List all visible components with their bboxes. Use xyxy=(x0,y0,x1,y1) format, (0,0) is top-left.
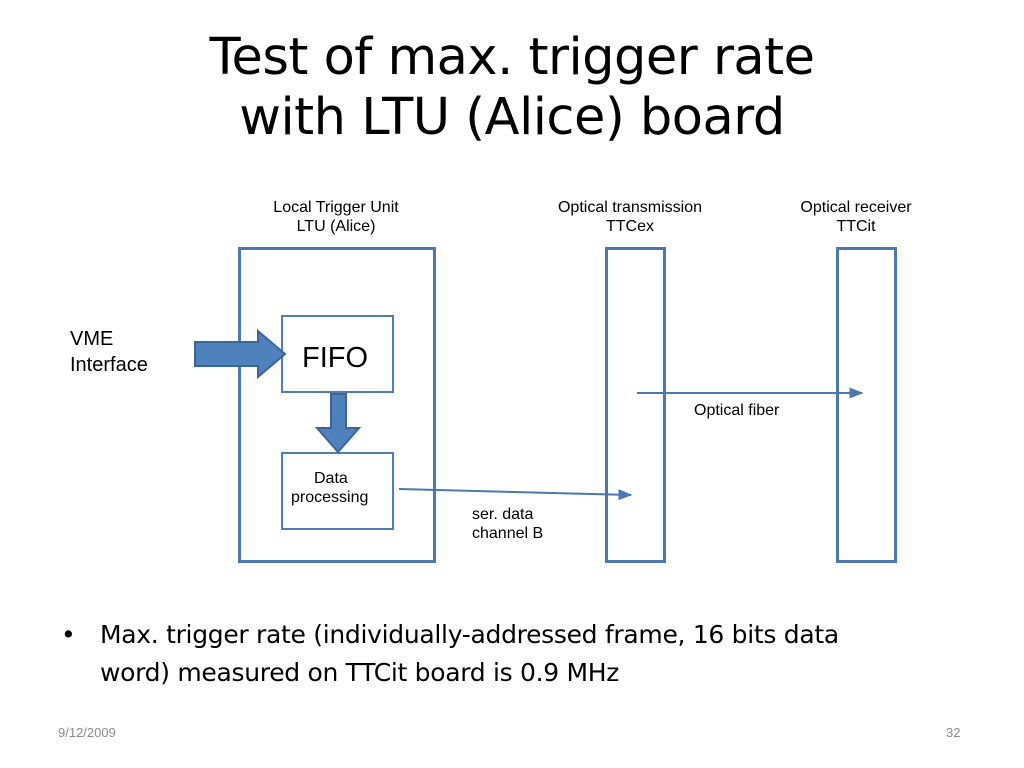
data-processing-label: Data processing xyxy=(291,469,368,507)
footer-date: 9/12/2009 xyxy=(58,725,116,740)
ttcex-box xyxy=(605,247,666,563)
ltu-label-line-1: Local Trigger Unit xyxy=(273,199,399,216)
slide-title: Test of max. trigger rate with LTU (Alic… xyxy=(0,28,1024,148)
title-line-2: with LTU (Alice) board xyxy=(239,88,785,147)
serial-data-label: ser. data channel B xyxy=(472,505,543,543)
vme-interface-label: VME Interface xyxy=(70,326,148,378)
data-processing-box xyxy=(281,452,394,530)
fifo-label: FIFO xyxy=(302,342,369,374)
ttcit-box xyxy=(836,247,897,563)
ltu-label-line-2: LTU (Alice) xyxy=(296,218,376,235)
ttcex-label-line-2: TTCex xyxy=(606,218,654,235)
fifo-down-arrow xyxy=(314,393,362,454)
serial-data-line-1: ser. data xyxy=(472,506,534,523)
optical-fiber-label: Optical fiber xyxy=(694,402,780,419)
vme-label-line-2: Interface xyxy=(70,354,148,376)
ttcit-label-line-1: Optical receiver xyxy=(800,199,912,216)
ltu-label: Local Trigger Unit LTU (Alice) xyxy=(226,198,446,236)
fifo-box xyxy=(281,315,394,393)
data-processing-line-2: processing xyxy=(291,489,369,506)
ttcit-label-line-2: TTCit xyxy=(836,218,876,235)
data-processing-line-1: Data xyxy=(314,470,348,487)
bullet-line-2: word) measured on TTCit board is 0.9 MHz xyxy=(100,658,620,687)
ttcit-label: Optical receiver TTCit xyxy=(756,198,956,236)
title-line-1: Test of max. trigger rate xyxy=(209,28,815,87)
serial-data-line xyxy=(398,488,633,501)
vme-block-arrow xyxy=(194,328,287,380)
serial-data-line-2: channel B xyxy=(472,525,544,542)
ttcex-label: Optical transmission TTCex xyxy=(520,198,740,236)
footer-page-number: 32 xyxy=(946,725,961,740)
ttcex-label-line-1: Optical transmission xyxy=(557,199,703,216)
bullet-marker: • xyxy=(61,620,76,649)
vme-label-line-1: VME xyxy=(70,328,114,350)
bullet-item: Max. trigger rate (individually-addresse… xyxy=(100,616,950,692)
bullet-line-1: Max. trigger rate (individually-addresse… xyxy=(100,620,839,649)
